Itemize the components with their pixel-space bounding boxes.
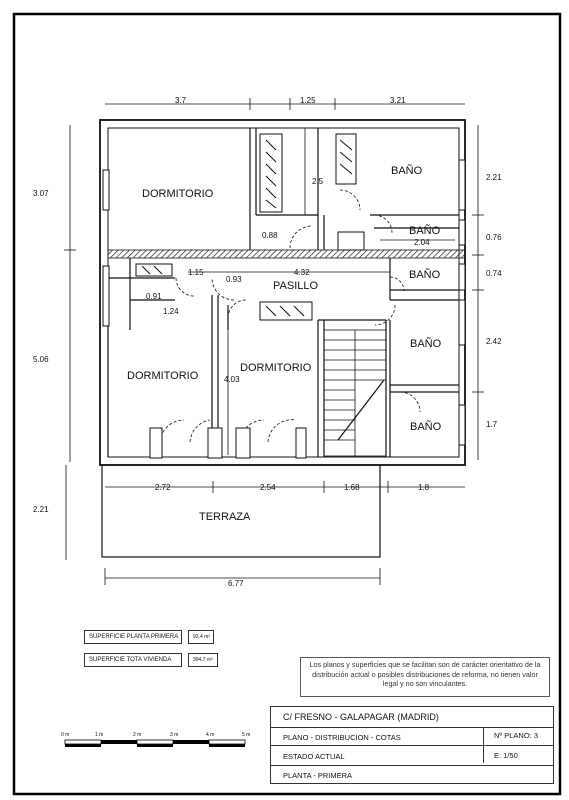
dim-bottom-4: 1.8 xyxy=(418,483,430,492)
dim-inner-1-24: 1.24 xyxy=(163,307,179,316)
dim-inner-0-91: 0.91 xyxy=(146,292,162,301)
dim-right-4: 2.42 xyxy=(486,337,502,346)
title-block: C/ FRESNO - GALAPAGAR (MADRID) PLANO - D… xyxy=(270,706,554,784)
dim-right-1: 2.21 xyxy=(486,173,502,182)
scale-label-0: 0 m xyxy=(61,732,69,738)
dim-bottom-2: 2.54 xyxy=(260,483,276,492)
dim-left-2: 5.06 xyxy=(33,355,49,364)
terrace-outline xyxy=(101,464,381,558)
room-label-dormitorio-left: DORMITORIO xyxy=(127,370,199,382)
dim-inner-0-93: 0.93 xyxy=(226,275,242,284)
room-label-terraza: TERRAZA xyxy=(199,511,251,523)
windows xyxy=(102,159,466,459)
wardrobe-hatch xyxy=(135,133,365,321)
title-plano-num: Nº PLANO: 3 xyxy=(494,731,539,740)
scale-label-4: 4 m xyxy=(206,732,214,738)
room-label-dormitorio-top: DORMITORIO xyxy=(142,188,214,200)
dim-inner-1-15: 1.15 xyxy=(188,268,204,277)
title-escala: E: 1/50 xyxy=(494,751,518,760)
title-row-plano: PLANO - DISTRIBUCION - COTAS xyxy=(271,727,553,746)
room-label-bano-5: BAÑO xyxy=(410,420,442,433)
title-plano: PLANO - DISTRIBUCION - COTAS xyxy=(283,732,401,742)
title-planta: PLANTA - PRIMERA xyxy=(283,771,353,780)
dim-inner-0-88: 0.88 xyxy=(262,231,278,240)
room-labels: DORMITORIO DORMITORIO DORMITORIO PASILLO… xyxy=(127,164,442,523)
scale-label-5: 5 m xyxy=(242,732,250,738)
room-label-bano-2: BAÑO xyxy=(409,224,441,237)
dim-inner-2-5: 2.5 xyxy=(312,177,324,186)
dim-left-1: 3.07 xyxy=(33,189,49,198)
dim-top-1: 3.7 xyxy=(175,96,187,105)
dim-left-3: 2.21 xyxy=(33,505,49,514)
dim-inner-4-32: 4.32 xyxy=(294,268,310,277)
scale-label-2: 2 m xyxy=(133,732,141,738)
dim-right-2: 0.76 xyxy=(486,233,502,242)
room-label-bano-4: BAÑO xyxy=(410,337,442,350)
dimension-labels: 3.7 1.25 3.21 3.07 5.06 2.21 2.21 0.76 0… xyxy=(33,96,502,588)
dim-bottom-1: 2.72 xyxy=(155,483,171,492)
dimension-lines xyxy=(64,98,484,585)
dim-right-5: 1.7 xyxy=(486,420,498,429)
title-right-column: Nº PLANO: 3 E: 1/50 xyxy=(483,727,538,763)
scale-label-3: 3 m xyxy=(170,732,178,738)
door-swings xyxy=(159,189,421,443)
scale-label-1: 1 m xyxy=(95,732,103,738)
dim-inner-4-03: 4.03 xyxy=(224,375,240,384)
staircase xyxy=(323,329,387,457)
title-row-estado: ESTADO ACTUAL xyxy=(271,745,553,766)
surface-planta-value: 92.4 m² xyxy=(188,630,214,644)
dim-bottom-3: 1.68 xyxy=(344,483,360,492)
room-label-bano-1: BAÑO xyxy=(391,164,423,177)
dim-top-3: 3.21 xyxy=(390,96,406,105)
surface-total-label: SUPERFICIE TOTA VIVIENDA xyxy=(84,653,182,667)
sheet-border xyxy=(12,12,562,796)
surface-total-value: 394.7 m² xyxy=(188,653,218,667)
room-label-bano-3: BAÑO xyxy=(409,268,441,281)
disclaimer-note: Los planos y superficies que se facilita… xyxy=(300,657,550,697)
dim-inner-2-04: 2.04 xyxy=(414,238,430,247)
dim-top-2: 1.25 xyxy=(300,96,316,105)
dim-right-3: 0.74 xyxy=(486,269,502,278)
room-label-dormitorio-mid: DORMITORIO xyxy=(240,362,312,374)
title-estado: ESTADO ACTUAL xyxy=(283,751,345,761)
surface-planta-label: SUPERFICIE PLANTA PRIMERA xyxy=(84,630,182,644)
dim-overall: 6.77 xyxy=(228,579,244,588)
title-row-planta: PLANTA - PRIMERA xyxy=(271,765,553,785)
hatched-wall-band xyxy=(107,249,466,259)
scale-bar: 0 m 1 m 2 m 3 m 4 m 5 m xyxy=(61,732,250,747)
title-address: C/ FRESNO - GALAPAGAR (MADRID) xyxy=(283,712,439,722)
room-label-pasillo: PASILLO xyxy=(273,280,318,292)
